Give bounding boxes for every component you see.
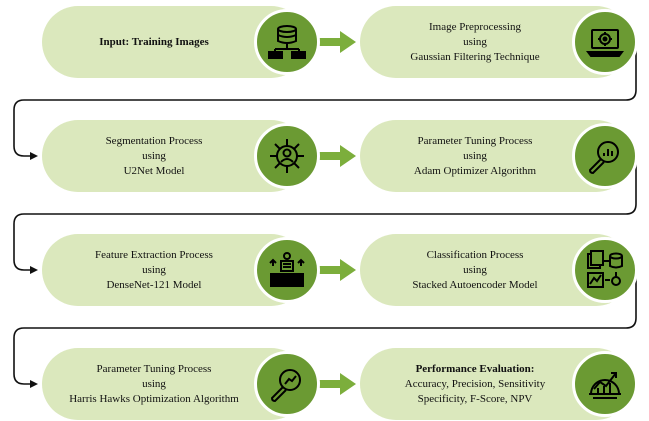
step-segmentation-using: using bbox=[142, 149, 166, 162]
arrow-right-2 bbox=[318, 145, 356, 167]
arrow-right-4 bbox=[318, 373, 356, 395]
step-performance-metrics-1: Accuracy, Precision, Sensitivity bbox=[404, 377, 546, 390]
person-network-icon bbox=[254, 123, 320, 189]
step-preprocessing-title: Image Preprocessing bbox=[429, 20, 521, 33]
step-feature-extraction-using: using bbox=[142, 263, 166, 276]
connector-row3-row4 bbox=[13, 270, 637, 388]
arrow-right-3 bbox=[318, 259, 356, 281]
step-feature-extraction-title: Feature Extraction Process bbox=[95, 248, 213, 261]
gear-growth-chart-icon bbox=[572, 351, 638, 417]
step-feature-extraction-method: DenseNet-121 Model bbox=[106, 278, 202, 291]
step-classification-method: Stacked Autoencoder Model bbox=[412, 278, 538, 291]
step-adam-tuning-using: using bbox=[463, 149, 487, 162]
step-preprocessing-using: using bbox=[463, 35, 487, 48]
step-segmentation-title: Segmentation Process bbox=[105, 134, 203, 147]
data-extraction-icon bbox=[254, 237, 320, 303]
wrench-chart-icon bbox=[254, 351, 320, 417]
step-performance-metrics-2: Specificity, F-Score, NPV bbox=[417, 392, 533, 405]
connector-row1-row2 bbox=[13, 42, 637, 160]
step-adam-tuning-method: Adam Optimizer Algorithm bbox=[413, 164, 537, 177]
step-hho-tuning-method: Harris Hawks Optimization Algorithm bbox=[69, 392, 239, 405]
step-performance-title: Performance Evaluation: bbox=[415, 362, 535, 375]
step-adam-tuning-title: Parameter Tuning Process bbox=[417, 134, 533, 147]
database-server-icon bbox=[254, 9, 320, 75]
step-classification-title: Classification Process bbox=[426, 248, 524, 261]
step-hho-tuning-using: using bbox=[142, 377, 166, 390]
arrow-right-1 bbox=[318, 31, 356, 53]
step-classification-using: using bbox=[463, 263, 487, 276]
green-arrows bbox=[318, 31, 356, 395]
data-classification-icon bbox=[572, 237, 638, 303]
connector-row2-row3 bbox=[13, 156, 637, 274]
wrench-chart-icon bbox=[572, 123, 638, 189]
step-input-label: Input: Training Images bbox=[99, 35, 209, 48]
laptop-gear-icon bbox=[572, 9, 638, 75]
step-segmentation-method: U2Net Model bbox=[123, 164, 185, 177]
step-preprocessing-method: Gaussian Filtering Technique bbox=[410, 50, 540, 63]
step-hho-tuning-title: Parameter Tuning Process bbox=[96, 362, 212, 375]
